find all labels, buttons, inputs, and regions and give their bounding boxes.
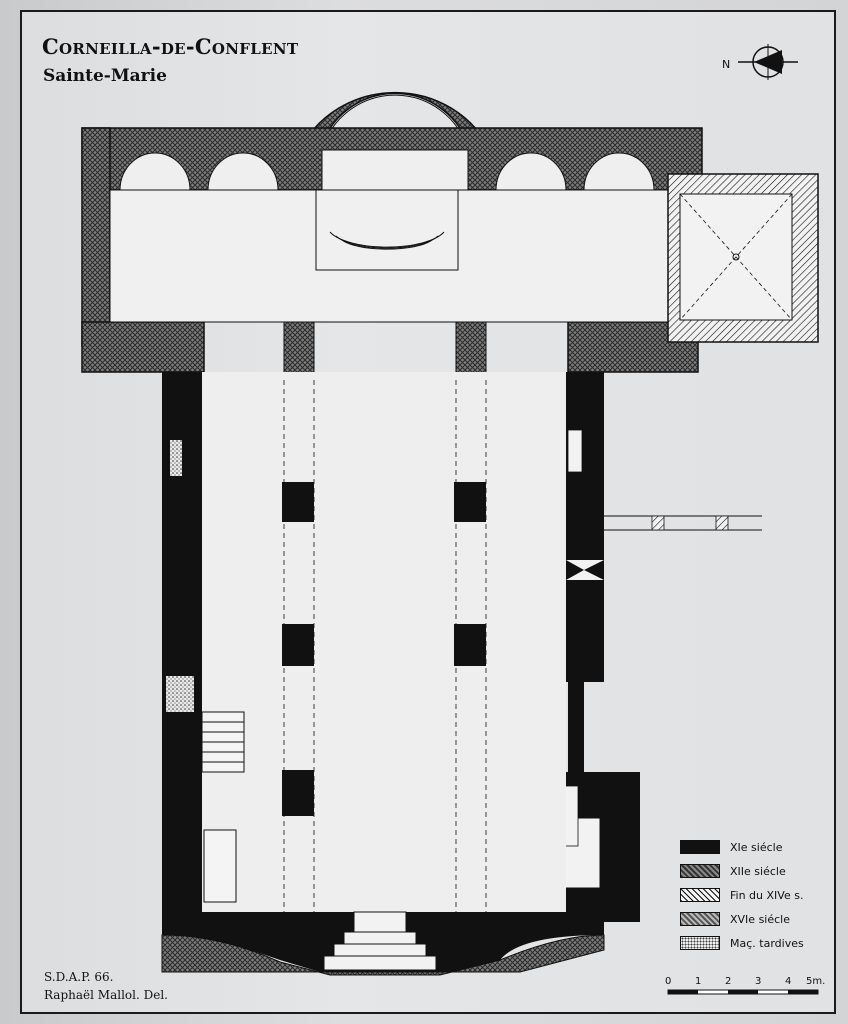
pier bbox=[454, 624, 486, 666]
legend-label: Fin du XIVe s. bbox=[730, 888, 804, 902]
plan-subtitle: Sainte-Marie bbox=[43, 66, 167, 86]
scale-tick: 0 bbox=[665, 976, 672, 987]
west-facade bbox=[161, 911, 640, 976]
legend-item: Fin du XIVe s. bbox=[680, 884, 830, 906]
stair bbox=[201, 711, 245, 773]
scale-tick: 1 bbox=[695, 976, 702, 987]
legend-swatch-fine bbox=[680, 912, 720, 926]
pier bbox=[282, 770, 314, 816]
nave bbox=[201, 372, 566, 912]
legend-label: Maç. tardives bbox=[730, 936, 804, 950]
pier bbox=[282, 624, 314, 666]
legend-swatch-stipple bbox=[680, 936, 720, 950]
east-chapel bbox=[667, 173, 819, 343]
legend: XIe siécle XIIe siécle Fin du XIVe s. XV… bbox=[680, 836, 830, 956]
legend-label: XIIe siécle bbox=[730, 864, 786, 878]
scale-tick: 2 bbox=[725, 976, 732, 987]
scale-tick: 3 bbox=[755, 976, 762, 987]
legend-swatch-crosshatch bbox=[680, 864, 720, 878]
legend-label: XIe siécle bbox=[730, 840, 783, 854]
scale-tick: 5m. bbox=[806, 976, 826, 987]
pier bbox=[282, 482, 314, 522]
plan-title: Corneilla-de-Conflent bbox=[42, 34, 299, 59]
credit-author: Raphaël Mallol. Del. bbox=[44, 988, 168, 1002]
legend-item: Maç. tardives bbox=[680, 932, 830, 954]
annex-wall bbox=[604, 515, 762, 531]
credit-source: S.D.A.P. 66. bbox=[44, 970, 114, 984]
legend-swatch-solid bbox=[680, 840, 720, 854]
legend-swatch-diagonal bbox=[680, 888, 720, 902]
pier bbox=[454, 482, 486, 522]
scale-tick: 4 bbox=[785, 976, 792, 987]
compass-label: N bbox=[722, 58, 731, 71]
legend-label: XVIe siécle bbox=[730, 912, 790, 926]
scale-bar bbox=[667, 989, 819, 995]
north-arrow bbox=[738, 44, 798, 80]
transept bbox=[109, 189, 669, 381]
legend-item: XIe siécle bbox=[680, 836, 830, 858]
legend-item: XIIe siécle bbox=[680, 860, 830, 882]
legend-item: XVIe siécle bbox=[680, 908, 830, 930]
chevet-walls bbox=[81, 127, 703, 373]
